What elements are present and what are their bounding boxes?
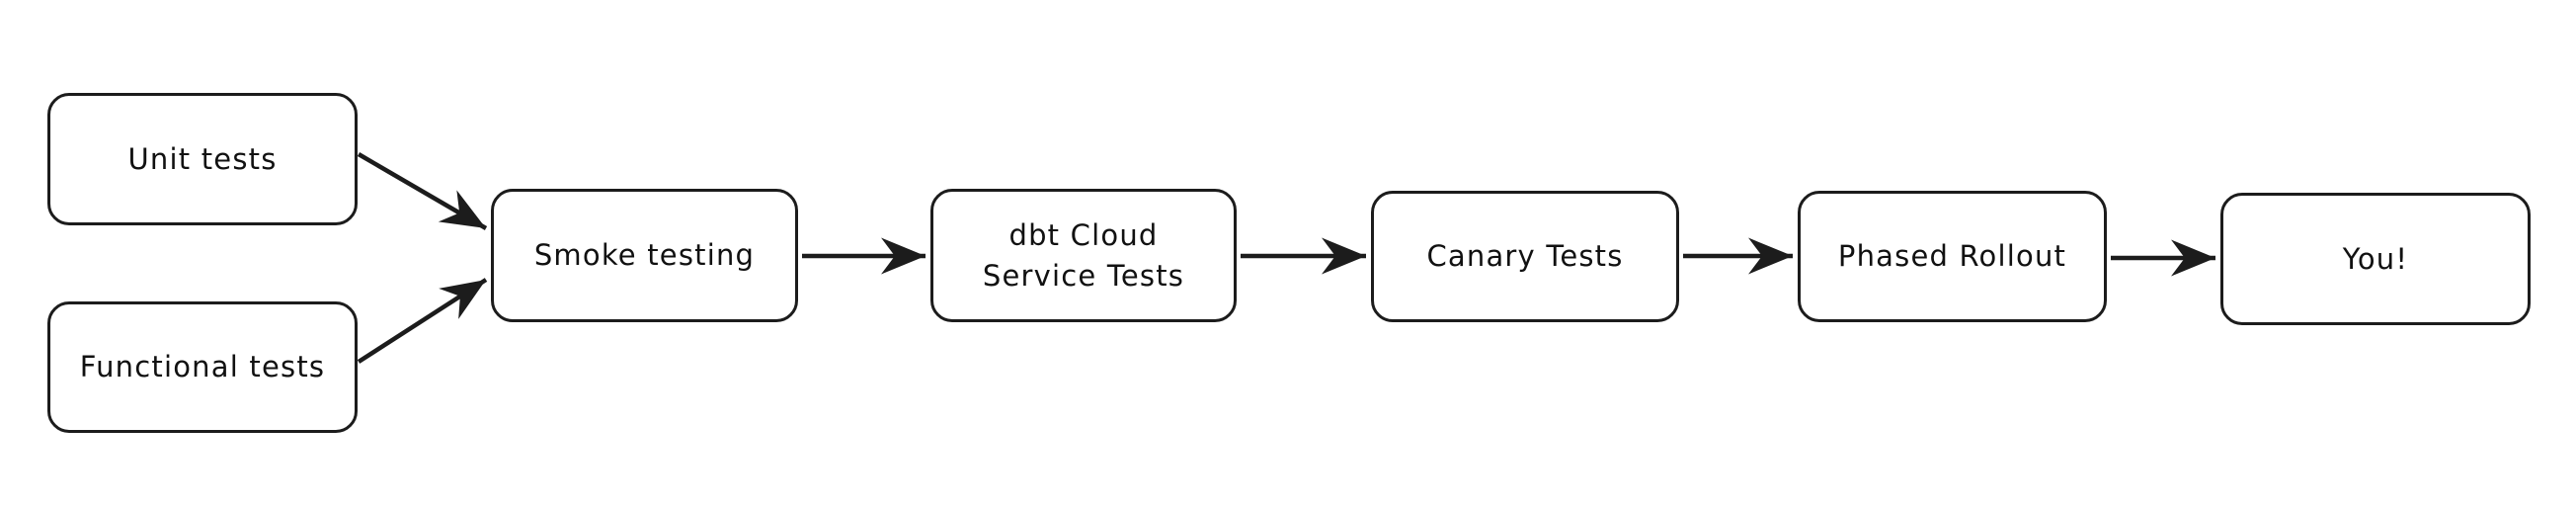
node-phased-rollout-label: Phased Rollout [1837,239,2067,274]
edge-functional-tests-to-smoke-testing [357,278,488,364]
node-functional-tests[interactable]: Functional tests [47,301,358,433]
node-dbt-cloud-service-tests-label: dbt Cloud Service Tests [982,218,1185,293]
edge-unit-tests-to-smoke-testing [357,152,488,230]
node-you[interactable]: You! [2220,193,2531,325]
node-dbt-cloud-service-tests[interactable]: dbt Cloud Service Tests [930,189,1237,322]
node-canary-tests-label: Canary Tests [1426,239,1624,274]
node-phased-rollout[interactable]: Phased Rollout [1798,191,2107,322]
node-functional-tests-label: Functional tests [79,350,326,384]
node-smoke-testing[interactable]: Smoke testing [491,189,798,322]
node-unit-tests-label: Unit tests [127,141,278,176]
node-unit-tests[interactable]: Unit tests [47,93,358,225]
node-canary-tests[interactable]: Canary Tests [1371,191,1679,322]
node-you-label: You! [2342,241,2409,276]
node-smoke-testing-label: Smoke testing [533,238,756,273]
